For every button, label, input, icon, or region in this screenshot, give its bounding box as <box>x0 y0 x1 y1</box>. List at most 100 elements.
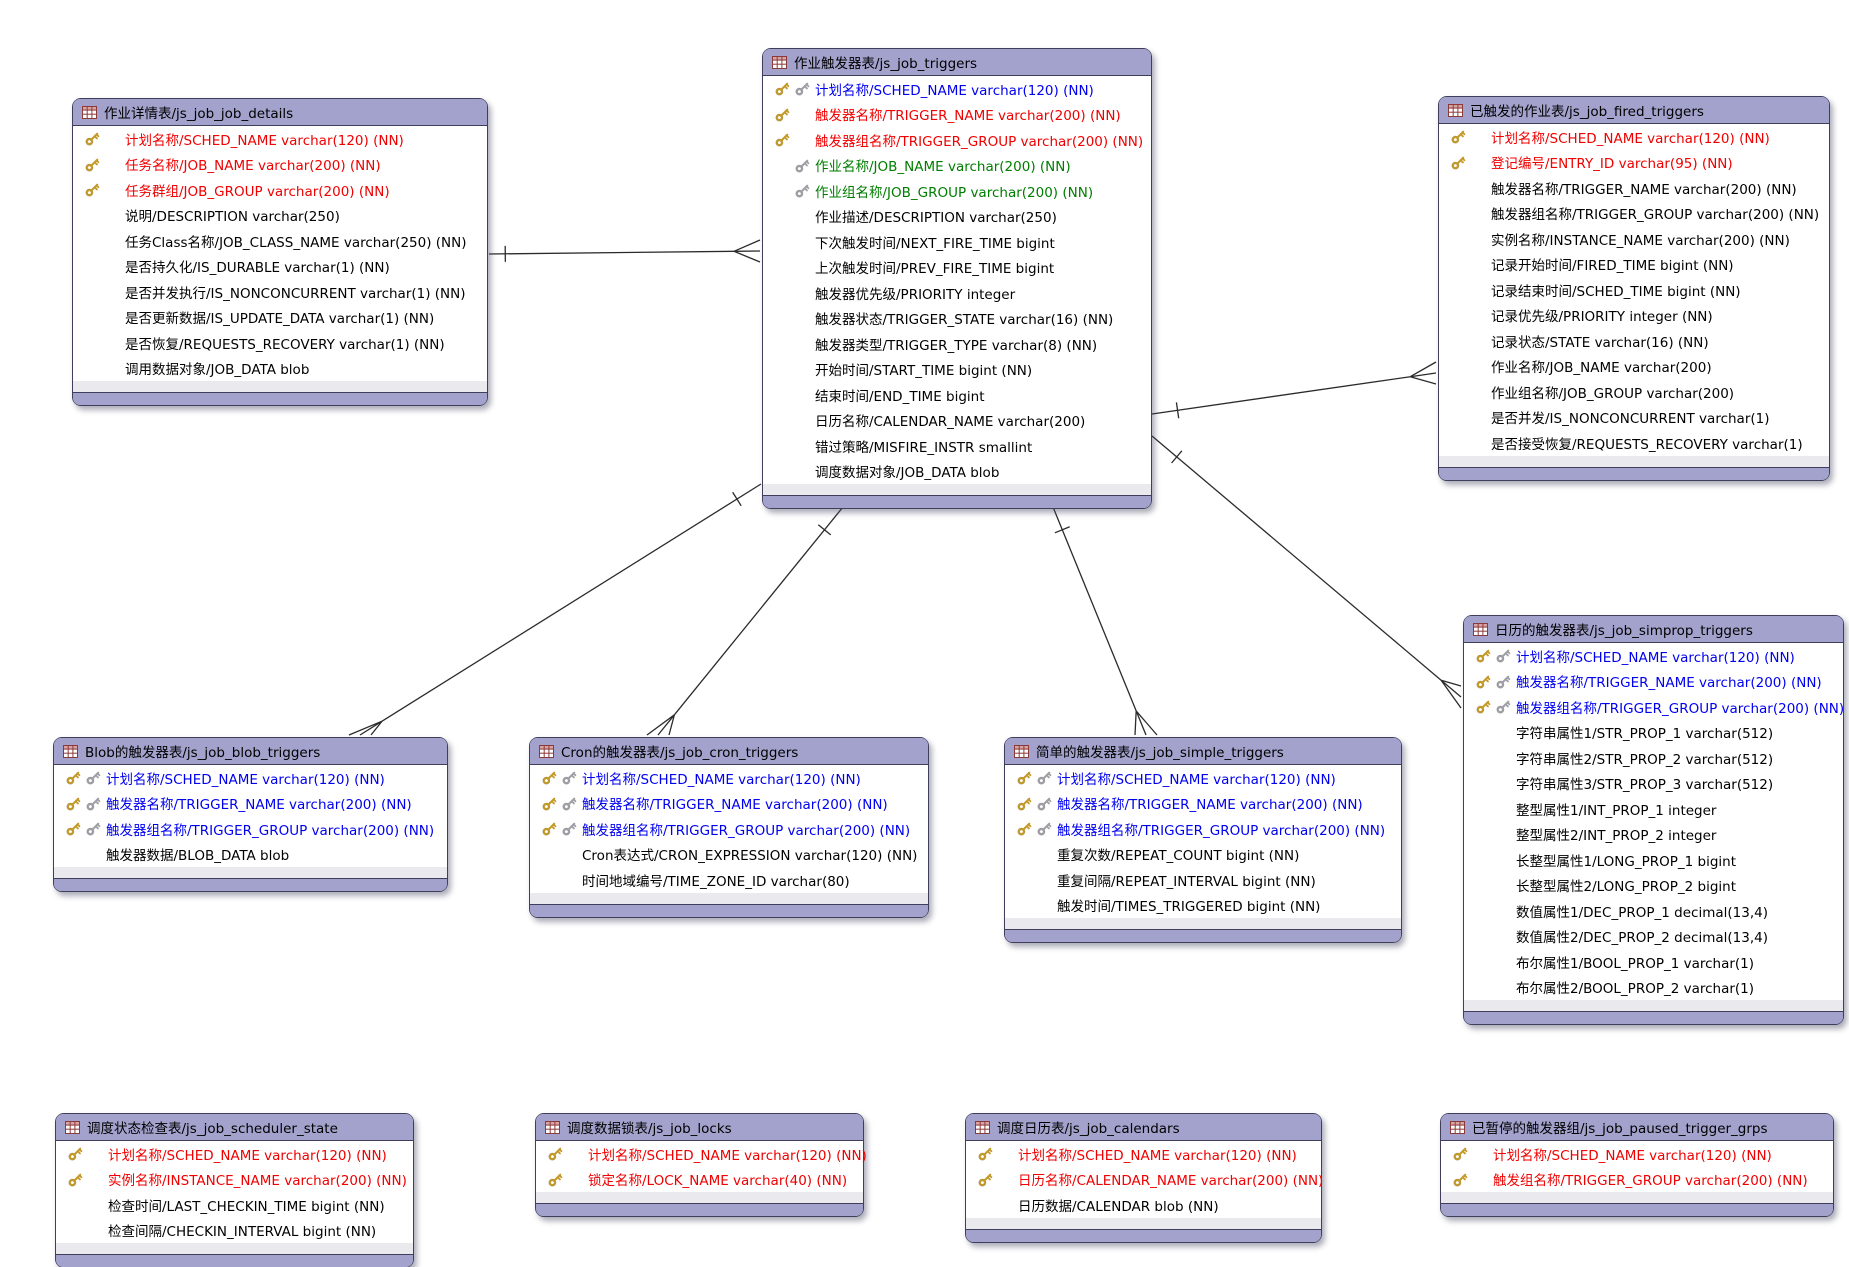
relationship-line-triggers-to-simprop-triggers <box>1151 435 1462 709</box>
primary-key-icon <box>1453 1173 1468 1187</box>
table-footer-strip <box>1464 1000 1843 1011</box>
column-label: Cron表达式/CRON_EXPRESSION varchar(120) (NN… <box>582 848 918 865</box>
key-slot <box>1450 128 1470 145</box>
foreign-key-icon <box>795 159 810 173</box>
relationship-line-triggers-to-simple-triggers <box>1052 506 1158 736</box>
key-slot <box>67 1171 87 1188</box>
table-footer-band <box>1464 1011 1843 1024</box>
key-slot <box>794 259 814 276</box>
key-slot <box>104 283 124 300</box>
key-slot <box>794 361 814 378</box>
key-slot <box>794 157 814 174</box>
key-slot <box>547 1145 567 1162</box>
column-label: 是否并发执行/IS_NONCONCURRENT varchar(1) (NN) <box>125 285 466 302</box>
table-title: 简单的触发器表/js_job_simple_triggers <box>1036 745 1284 761</box>
key-slot <box>1472 1171 1492 1188</box>
table-row: 记录状态/STATE varchar(16) (NN) <box>1439 328 1829 354</box>
column-label: 是否恢复/REQUESTS_RECOVERY varchar(1) (NN) <box>125 336 445 353</box>
table-row: 触发组名称/TRIGGER_GROUP varchar(200) (NN) <box>1441 1166 1833 1192</box>
key-slot <box>774 106 794 123</box>
column-label: 触发器组名称/TRIGGER_GROUP varchar(200) (NN) <box>815 133 1144 150</box>
table-row: 是否恢复/REQUESTS_RECOVERY varchar(1) (NN) <box>73 330 487 356</box>
key-slot <box>1475 928 1495 945</box>
key-slot <box>67 1145 87 1162</box>
table-title: 已暂停的触发器组/js_job_paused_trigger_grps <box>1472 1121 1768 1137</box>
primary-key-icon <box>66 797 81 811</box>
table-row: 触发器优先级/PRIORITY integer <box>763 280 1151 306</box>
key-slot <box>774 259 794 276</box>
key-slot <box>65 795 85 812</box>
primary-key-icon <box>1017 771 1032 785</box>
key-slot <box>1450 307 1470 324</box>
table-icon <box>82 105 97 119</box>
column-label: 检查间隔/CHECKIN_INTERVAL bigint (NN) <box>108 1224 377 1241</box>
key-slot <box>794 386 814 403</box>
table-header: 简单的触发器表/js_job_simple_triggers <box>1005 738 1401 765</box>
column-label: 重复间隔/REPEAT_INTERVAL bigint (NN) <box>1057 873 1316 890</box>
column-label: 数值属性1/DEC_PROP_1 decimal(13,4) <box>1516 904 1768 921</box>
table-row: 实例名称/INSTANCE_NAME varchar(200) (NN) <box>56 1166 413 1192</box>
key-slot <box>1475 775 1495 792</box>
column-label: 触发器组名称/TRIGGER_GROUP varchar(200) (NN) <box>1516 700 1845 717</box>
key-slot <box>561 820 581 837</box>
relationship-line-triggers-to-fired-triggers <box>1151 361 1437 419</box>
key-slot <box>1475 953 1495 970</box>
key-slot <box>1470 409 1490 426</box>
column-label: 触发器名称/TRIGGER_NAME varchar(200) (NN) <box>1057 797 1363 814</box>
table-footer-band <box>1441 1203 1833 1216</box>
column-label: 计划名称/SCHED_NAME varchar(120) (NN) <box>108 1147 387 1164</box>
column-label: 计划名称/SCHED_NAME varchar(120) (NN) <box>106 771 385 788</box>
table-row: 错过策略/MISFIRE_INSTR smallint <box>763 433 1151 459</box>
foreign-key-icon <box>1496 675 1511 689</box>
table-row: 触发器名称/TRIGGER_NAME varchar(200) (NN) <box>1005 790 1401 816</box>
table-row: 记录优先级/PRIORITY integer (NN) <box>1439 302 1829 328</box>
key-slot <box>547 1171 567 1188</box>
primary-key-icon <box>542 797 557 811</box>
table-row: 触发器组名称/TRIGGER_GROUP varchar(200) (NN) <box>530 816 928 842</box>
table-row: 调度数据对象/JOB_DATA blob <box>763 458 1151 484</box>
column-label: 是否持久化/IS_DURABLE varchar(1) (NN) <box>125 260 390 277</box>
key-slot <box>561 871 581 888</box>
key-slot <box>1016 820 1036 837</box>
table-row: 作业描述/DESCRIPTION varchar(250) <box>763 203 1151 229</box>
foreign-key-icon <box>562 797 577 811</box>
key-slot <box>1495 953 1515 970</box>
column-label: 计划名称/SCHED_NAME varchar(120) (NN) <box>815 82 1094 99</box>
table-footer-band <box>56 1254 413 1267</box>
key-slot <box>977 1196 997 1213</box>
primary-key-icon <box>548 1173 563 1187</box>
key-slot <box>997 1196 1017 1213</box>
key-slot <box>84 181 104 198</box>
column-label: 计划名称/SCHED_NAME varchar(120) (NN) <box>582 771 861 788</box>
table-icon <box>545 1120 560 1134</box>
column-label: 调用数据对象/JOB_DATA blob <box>125 362 310 379</box>
table-title: 调度数据锁表/js_job_locks <box>567 1121 732 1137</box>
column-label: 重复次数/REPEAT_COUNT bigint (NN) <box>1057 848 1300 865</box>
column-label: 触发器组名称/TRIGGER_GROUP varchar(200) (NN) <box>1057 822 1386 839</box>
primary-key-icon <box>1017 797 1032 811</box>
primary-key-icon <box>1476 700 1491 714</box>
key-slot <box>567 1171 587 1188</box>
key-slot <box>1470 358 1490 375</box>
table-title: 调度日历表/js_job_calendars <box>997 1121 1180 1137</box>
foreign-key-icon <box>1496 700 1511 714</box>
key-slot <box>1495 749 1515 766</box>
key-slot <box>84 207 104 224</box>
key-slot <box>774 310 794 327</box>
table-row: Cron表达式/CRON_EXPRESSION varchar(120) (NN… <box>530 841 928 867</box>
key-slot <box>1470 332 1490 349</box>
key-slot <box>794 106 814 123</box>
table-row: 长整型属性1/LONG_PROP_1 bigint <box>1464 847 1843 873</box>
